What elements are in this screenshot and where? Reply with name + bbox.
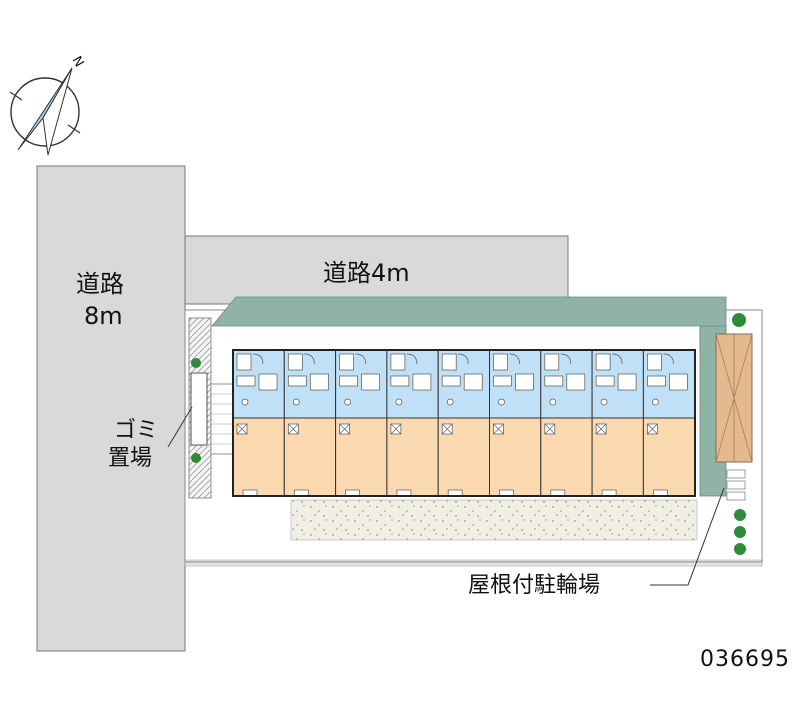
- tree-icon: [191, 358, 201, 368]
- bathroom-fixture: [669, 373, 688, 391]
- toilet-fixture: [652, 398, 659, 406]
- kitchen-icon: [544, 375, 564, 387]
- bathroom-fixture: [515, 373, 534, 391]
- garbage-enclosure: [190, 372, 208, 446]
- kitchen-icon: [493, 375, 512, 387]
- closet-mark: [544, 423, 556, 435]
- kitchen-icon: [339, 375, 358, 387]
- kitchen-icon: [236, 375, 256, 387]
- garbage-label-1: ゴミ: [114, 418, 158, 443]
- gravel-area: [290, 499, 698, 541]
- toilet-fixture: [241, 398, 249, 406]
- stair-area: [210, 383, 234, 455]
- entrance: [441, 353, 457, 371]
- bathroom-fixture: [566, 373, 586, 391]
- garbage-leader-line: [167, 406, 193, 448]
- toilet-fixture: [292, 398, 300, 406]
- kitchen-icon: [595, 375, 615, 387]
- toilet-fixture: [549, 398, 557, 406]
- door-icon: [406, 353, 418, 365]
- kitchen-icon: [647, 375, 666, 387]
- closet-mark: [441, 423, 453, 435]
- road-left-label-2: 8m: [84, 302, 123, 330]
- road-8m: [36, 165, 186, 652]
- bathroom-fixture: [412, 373, 432, 391]
- garbage-label-2: 置場: [108, 446, 152, 471]
- roof-overhang: [211, 296, 727, 351]
- north-label: N: [69, 54, 87, 70]
- closet-mark: [288, 423, 299, 435]
- apartment-units: [232, 349, 696, 497]
- door-icon: [612, 353, 623, 365]
- entrance: [287, 353, 303, 371]
- entrance: [493, 353, 508, 371]
- tree-icon: [734, 509, 746, 521]
- bicycle-racks: [726, 469, 746, 501]
- kitchen-icon: [390, 375, 410, 387]
- bike-leader-line: [650, 487, 725, 586]
- bike-parking-roof-lines: [715, 333, 753, 463]
- entrance: [390, 353, 406, 371]
- door-icon: [355, 353, 366, 365]
- building-outline: [232, 349, 696, 497]
- tree-icon: [191, 453, 201, 463]
- entrance: [647, 353, 662, 371]
- closet-mark: [493, 423, 504, 435]
- toilet-fixture: [344, 398, 351, 406]
- compass-icon: [9, 67, 81, 156]
- bike-parking-label: 屋根付駐輪場: [468, 573, 600, 598]
- closet-mark: [647, 423, 658, 435]
- door-icon: [663, 353, 674, 365]
- tree-icon: [732, 313, 746, 327]
- entrance: [544, 353, 560, 371]
- kitchen-icon: [287, 375, 307, 387]
- toilet-fixture: [446, 398, 454, 406]
- door-icon: [304, 353, 315, 365]
- entrance: [236, 353, 252, 371]
- road-top-label: 道路4m: [323, 259, 410, 287]
- road-left-label-1: 道路: [76, 270, 124, 298]
- entrance: [339, 353, 354, 371]
- bathroom-fixture: [617, 373, 637, 391]
- stair-steps: [211, 393, 233, 445]
- bathroom-fixture: [258, 373, 278, 391]
- road-4m: [184, 235, 569, 305]
- door-icon: [560, 353, 572, 365]
- toilet-fixture: [600, 398, 608, 406]
- kitchen-icon: [441, 375, 461, 387]
- closet-mark: [236, 423, 248, 435]
- tree-icon: [734, 543, 746, 555]
- toilet-fixture: [395, 398, 403, 406]
- tree-icon: [734, 526, 746, 538]
- entrance: [595, 353, 611, 371]
- bathroom-fixture: [309, 373, 329, 391]
- door-icon: [458, 353, 469, 365]
- toilet-fixture: [498, 398, 505, 406]
- bathroom-fixture: [463, 373, 483, 391]
- road-bottom: [184, 559, 763, 567]
- closet-mark: [595, 423, 607, 435]
- bathroom-fixture: [361, 373, 380, 391]
- closet-mark: [339, 423, 350, 435]
- property-code: 036695: [700, 647, 790, 672]
- door-icon: [509, 353, 520, 365]
- door-icon: [252, 353, 264, 365]
- closet-mark: [390, 423, 402, 435]
